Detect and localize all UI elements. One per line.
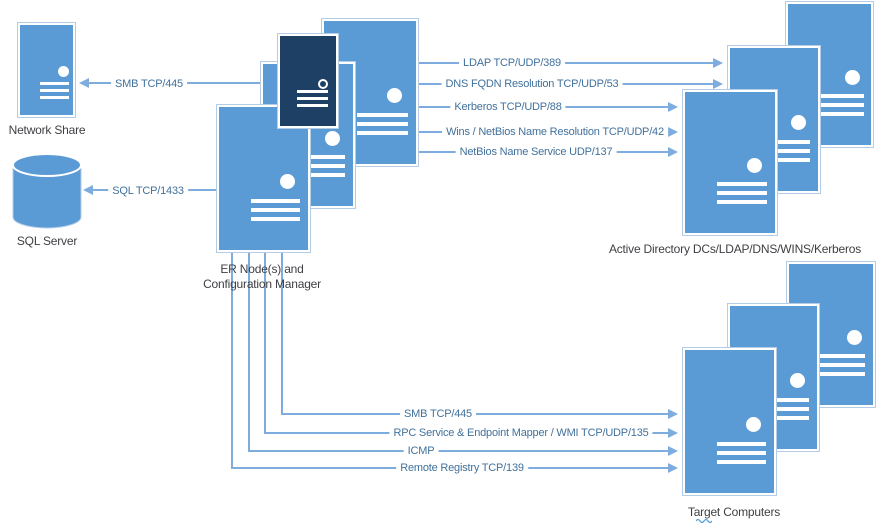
- server-led-icon: [325, 130, 341, 146]
- server-led-icon: [846, 330, 862, 346]
- database-cylinder-icon: [12, 153, 82, 229]
- arrowhead-right-icon: [668, 102, 678, 112]
- server-led-icon: [790, 373, 806, 389]
- server-vents-icon: [761, 139, 811, 167]
- arrowhead-left-icon: [83, 185, 93, 195]
- arrowhead-right-icon: [668, 147, 678, 157]
- server-vents-icon: [251, 198, 300, 226]
- remote-registry-label: Remote Registry TCP/139: [396, 462, 528, 474]
- target-computers-label: Target Computers: [687, 505, 781, 519]
- arrowhead-right-icon: [713, 58, 723, 68]
- arrowhead-right-icon: [668, 446, 678, 456]
- server-led-ring-icon: [318, 79, 329, 90]
- smb-left-label: SMB TCP/445: [111, 78, 187, 90]
- er-nodes-label: ER Node(s) and Configuration Manager: [203, 262, 321, 292]
- connector-remote-registry-vline: [231, 252, 233, 469]
- server-vents-icon: [39, 81, 70, 103]
- server-led-icon: [280, 174, 296, 190]
- server-led-icon: [387, 88, 403, 104]
- server-vents-icon: [295, 154, 345, 182]
- connector-icmp-line: [248, 450, 668, 452]
- sql-label: SQL TCP/1433: [108, 185, 188, 197]
- server-vents-icon: [717, 182, 767, 209]
- server-led-icon: [747, 158, 763, 174]
- ldap-label: LDAP TCP/UDP/389: [459, 57, 565, 69]
- kerberos-label: Kerberos TCP/UDP/88: [450, 101, 566, 113]
- server-vents-icon: [819, 354, 866, 381]
- network-share-server-icon: [18, 23, 75, 117]
- server-led-icon: [790, 115, 806, 131]
- connector-rpc-vline: [264, 252, 266, 434]
- arrowhead-right-icon: [713, 79, 723, 89]
- server-vents-icon: [817, 94, 864, 121]
- netbios-label: NetBios Name Service UDP/137: [455, 146, 617, 158]
- network-share-label: Network Share: [8, 123, 86, 137]
- server-vents-icon: [297, 90, 329, 111]
- arrowhead-right-icon: [668, 463, 678, 473]
- spellcheck-squiggle-icon: [696, 518, 712, 523]
- active-directory-label: Active Directory DCs/LDAP/DNS/WINS/Kerbe…: [608, 242, 862, 256]
- smb-bottom-label: SMB TCP/445: [400, 408, 476, 420]
- sql-server-label: SQL Server: [16, 234, 78, 248]
- icmp-label: ICMP: [403, 445, 439, 457]
- ad-server-front-icon: [683, 90, 777, 235]
- server-vents-icon: [717, 441, 766, 469]
- server-led-icon: [746, 417, 762, 433]
- er-nodes-label-line2: Configuration Manager: [203, 277, 321, 291]
- connector-smb-bottom-vline: [281, 252, 283, 415]
- rpc-label: RPC Service & Endpoint Mapper / WMI TCP/…: [389, 427, 653, 439]
- wins-label: Wins / NetBios Name Resolution TCP/UDP/4…: [442, 126, 668, 138]
- target-server-front-icon: [683, 348, 776, 495]
- arrowhead-left-icon: [79, 78, 89, 88]
- arrowhead-right-icon: [668, 409, 678, 419]
- arrowhead-right-icon: [668, 127, 678, 137]
- connector-ldap-line: [418, 62, 713, 64]
- server-vents-icon: [761, 397, 810, 425]
- arrowhead-right-icon: [668, 428, 678, 438]
- server-led-icon: [58, 66, 70, 78]
- er-server-front-icon: [217, 105, 310, 252]
- server-led-icon: [845, 70, 861, 86]
- connector-icmp-vline: [248, 252, 250, 452]
- er-nodes-label-line1: ER Node(s) and: [220, 262, 304, 276]
- server-vents-icon: [357, 112, 408, 140]
- dns-label: DNS FQDN Resolution TCP/UDP/53: [441, 78, 623, 90]
- er-server-dark-icon: [278, 34, 338, 128]
